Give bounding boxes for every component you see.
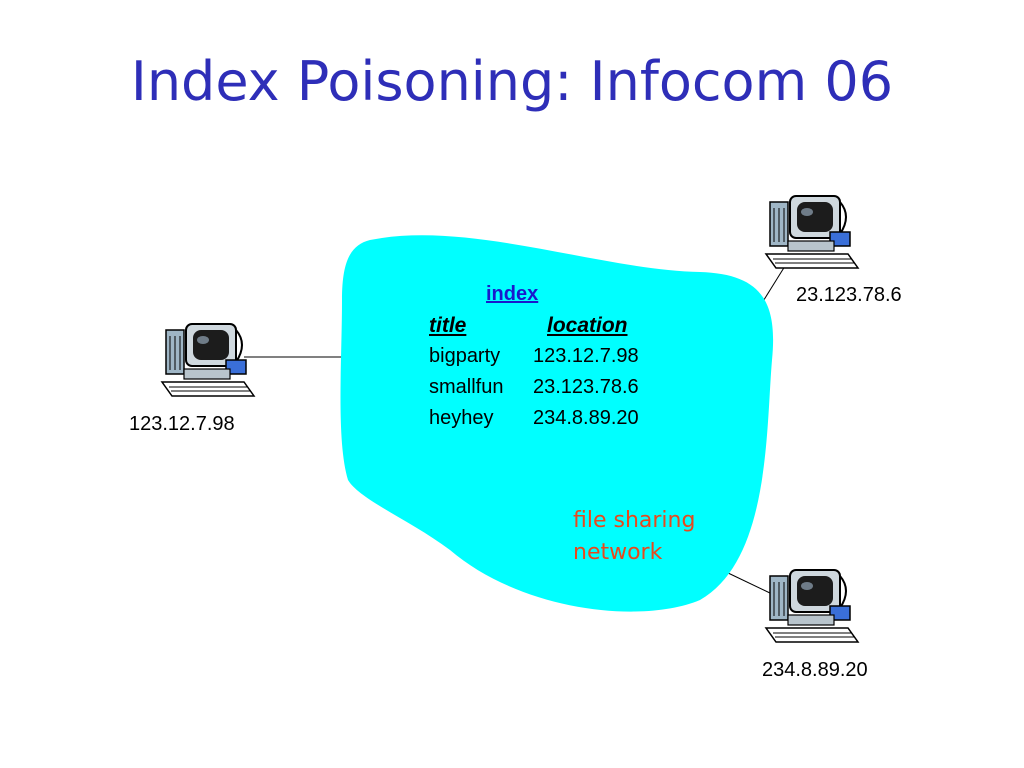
link-bottom-right — [725, 571, 773, 595]
index-row-location: 23.123.78.6 — [533, 376, 639, 398]
host-left-ip: 123.12.7.98 — [129, 413, 235, 435]
desktop-computer-icon — [765, 569, 859, 643]
desktop-computer-icon — [765, 195, 859, 269]
file-sharing-network-cloud — [340, 235, 774, 612]
index-row-title: smallfun — [429, 376, 504, 398]
index-column-title: title — [429, 314, 467, 337]
index-heading: index — [486, 283, 539, 305]
index-row: heyhey 234.8.89.20 — [429, 407, 639, 430]
index-row-title: bigparty — [429, 345, 501, 367]
index-row-title: heyhey — [429, 407, 494, 429]
index-row-location: 123.12.7.98 — [533, 345, 639, 367]
host-bottom-right-ip: 234.8.89.20 — [762, 659, 868, 681]
index-column-location: location — [547, 314, 628, 337]
index-row: smallfun 23.123.78.6 — [429, 376, 639, 399]
host-top-right-ip: 23.123.78.6 — [796, 284, 902, 306]
network-label-line2: network — [573, 540, 663, 565]
network-label: file sharing network — [573, 505, 695, 569]
index-row: bigparty 123.12.7.98 — [429, 345, 639, 368]
network-label-line1: file sharing — [573, 508, 696, 533]
slide-title: Index Poisoning: Infocom 06 — [130, 50, 894, 113]
index-row-location: 234.8.89.20 — [533, 407, 639, 429]
desktop-computer-icon — [161, 323, 255, 397]
